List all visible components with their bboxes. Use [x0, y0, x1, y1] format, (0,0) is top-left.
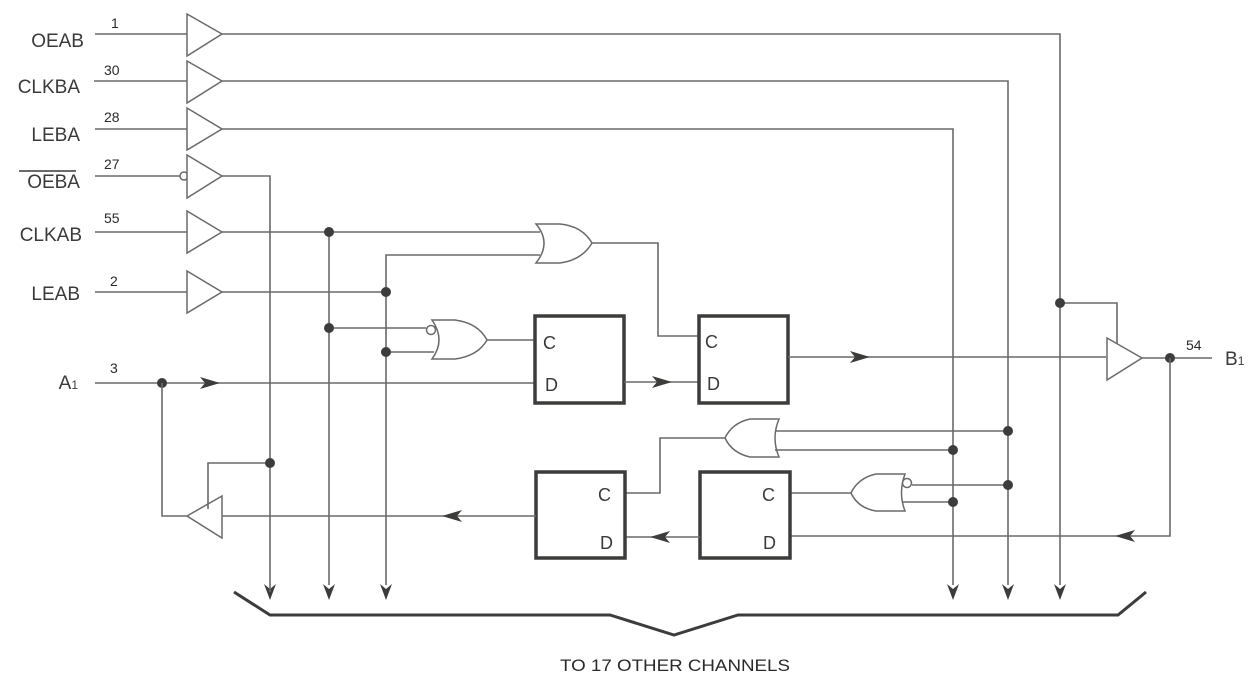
svg-text:D: D [763, 533, 776, 553]
pin-number-oeab: 1 [111, 15, 119, 31]
bus-arrows [264, 584, 1066, 600]
buffer-clkba [186, 59, 224, 105]
channel-bus-brace [233, 590, 1147, 637]
bus-caption: TO 17 OTHER CHANNELS [560, 656, 790, 675]
buffer-leab [186, 269, 224, 315]
buffer-leba [186, 106, 224, 152]
svg-text:D: D [600, 533, 613, 553]
pin-number-clkab: 55 [104, 210, 120, 226]
buffer-output-b [1106, 336, 1144, 382]
pin-number-oeba: 27 [104, 156, 120, 172]
buffer-oeba [186, 153, 224, 200]
pin-number-a1: 3 [110, 360, 118, 376]
input-label-leba: LEBA [31, 125, 80, 146]
svg-text:C: C [543, 333, 556, 353]
or-gate-ab-clock [534, 223, 593, 264]
input-label-clkab: CLKAB [20, 225, 82, 246]
pin-number-b1: 54 [1186, 337, 1202, 353]
svg-text:D: D [707, 374, 720, 394]
pin-number-leba: 28 [104, 109, 120, 125]
input-buffers [94, 12, 1061, 585]
register-ba-1: C D [534, 470, 627, 560]
input-label-clkba: CLKBA [18, 77, 81, 98]
register-ab-2: C D [697, 314, 790, 405]
input-label-oeba: OEBA [27, 172, 80, 193]
or-gate-ab-latch [430, 319, 488, 360]
register-ab-1: C D [533, 314, 626, 405]
or-gate-ba-latch [850, 473, 907, 512]
svg-text:C: C [762, 485, 775, 505]
svg-text:C: C [705, 332, 718, 352]
pin-number-clkba: 30 [104, 62, 120, 78]
svg-text:C: C [598, 485, 611, 505]
input-label-leab: LEAB [31, 284, 80, 305]
pin-number-leab: 2 [110, 273, 118, 289]
register-ba-2: C D [698, 470, 792, 560]
buffer-clkab [186, 209, 224, 255]
port-b-label: B1 [1225, 349, 1245, 370]
input-label-oeab: OEAB [31, 31, 84, 52]
buffer-oeab [186, 12, 224, 58]
buffer-output-a [185, 494, 223, 540]
svg-text:D: D [545, 375, 558, 395]
port-a-label: A1 [59, 373, 79, 394]
or-gate-ba-clock [724, 418, 781, 458]
